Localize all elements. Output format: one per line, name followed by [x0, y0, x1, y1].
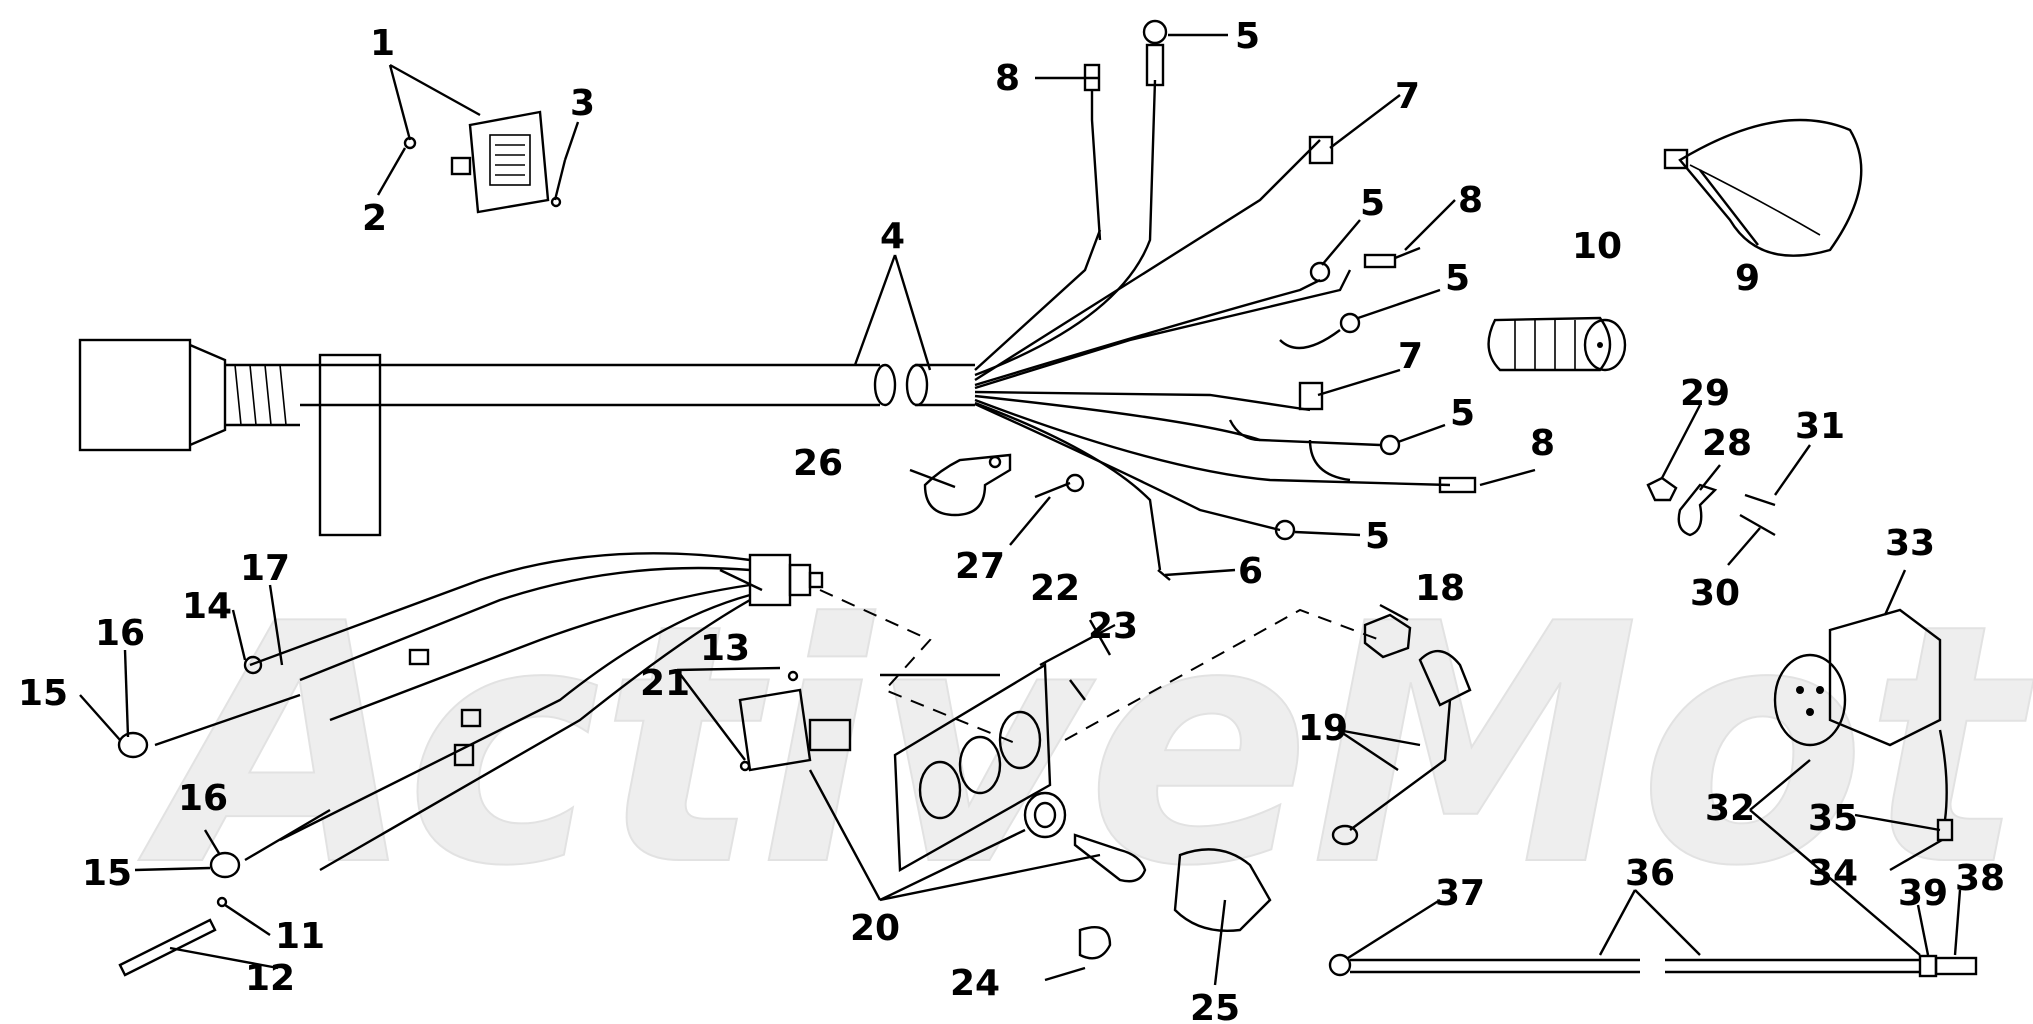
callout-14: 14: [182, 586, 232, 627]
callout-labels: 1 2 3 4 5 8 7 5 8 5 7 5 8 5 6 10 9 29 28…: [18, 16, 2005, 1024]
callout-21: 21: [640, 663, 690, 704]
callout-6: 6: [1238, 551, 1263, 592]
callout-8b: 8: [1458, 180, 1483, 221]
ignition-panel: [738, 662, 1272, 960]
battery-cable: [1328, 953, 1978, 978]
harness-connector: [1487, 316, 1627, 372]
watermark: ActiveMoto: [133, 553, 2033, 939]
callout-5e: 5: [1365, 516, 1390, 557]
callout-37: 37: [1435, 873, 1485, 914]
tie-strap: [1663, 118, 1863, 257]
bullet-connector: [1308, 135, 1334, 165]
callout-19: 19: [1298, 708, 1348, 749]
callout-29: 29: [1680, 373, 1730, 414]
callout-35: 35: [1808, 798, 1858, 839]
callout-11: 11: [275, 916, 325, 957]
callout-8c: 8: [1530, 423, 1555, 464]
cable-clamp-assembly: [923, 453, 1085, 517]
callout-27: 27: [955, 546, 1005, 587]
callout-36: 36: [1625, 853, 1675, 894]
callout-3: 3: [570, 83, 595, 124]
callout-1: 1: [370, 23, 395, 64]
callout-13: 13: [700, 628, 750, 669]
callout-7b: 7: [1398, 336, 1423, 377]
callout-33: 33: [1885, 523, 1935, 564]
callout-15b: 15: [82, 853, 132, 894]
callout-32: 32: [1705, 788, 1755, 829]
relay-assembly: [1773, 608, 1954, 842]
callout-28: 28: [1702, 423, 1752, 464]
harness-plug: [78, 338, 192, 452]
callout-39: 39: [1898, 873, 1948, 914]
fuse-block-assembly: [403, 110, 567, 214]
callout-5a: 5: [1235, 16, 1260, 57]
boot-cover: [1173, 848, 1272, 932]
relay-housing: [1828, 608, 1942, 747]
callout-5d: 5: [1450, 393, 1475, 434]
callout-30: 30: [1690, 573, 1740, 614]
callout-16b: 16: [178, 778, 228, 819]
callout-4: 4: [880, 216, 905, 257]
hardware-set: [1646, 476, 1776, 537]
callout-25: 25: [1190, 988, 1240, 1024]
terminal-boot: [117, 731, 149, 759]
callout-17: 17: [240, 548, 290, 589]
callout-15a: 15: [18, 673, 68, 714]
callout-34: 34: [1808, 853, 1858, 894]
callout-12: 12: [245, 958, 295, 999]
callout-9: 9: [1735, 258, 1760, 299]
leader-lines: [79, 33, 1962, 986]
callout-22: 22: [1030, 568, 1080, 609]
callout-38: 38: [1955, 858, 2005, 899]
nut-and-lead: [1331, 613, 1472, 846]
ignition-switch: [738, 688, 812, 772]
watermark-text: ActiveMoto: [134, 554, 2033, 938]
callout-23: 23: [1088, 606, 1138, 647]
main-harness-cable: [78, 19, 1477, 581]
harness-clamp-bracket: [318, 353, 382, 537]
ignition-key: [1073, 833, 1147, 883]
callout-31: 31: [1795, 406, 1845, 447]
callout-26: 26: [793, 443, 843, 484]
callout-16a: 16: [95, 613, 145, 654]
callout-7a: 7: [1395, 76, 1420, 117]
callout-18: 18: [1415, 568, 1465, 609]
small-parts: [118, 896, 228, 977]
callout-5b: 5: [1360, 183, 1385, 224]
callout-8a: 8: [995, 58, 1020, 99]
callout-2: 2: [362, 198, 387, 239]
instrument-panel-plate: [893, 662, 1052, 873]
reference-lines: [819, 589, 1381, 746]
fuse-block: [468, 110, 550, 214]
sleeve: [118, 918, 217, 977]
ring-terminal: [1142, 19, 1168, 45]
callout-20: 20: [850, 908, 900, 949]
callout-24: 24: [950, 963, 1000, 1004]
callout-5c: 5: [1445, 258, 1470, 299]
hex-nut: [1363, 613, 1412, 659]
callout-10: 10: [1572, 226, 1622, 267]
switch-assembly: [117, 552, 824, 879]
